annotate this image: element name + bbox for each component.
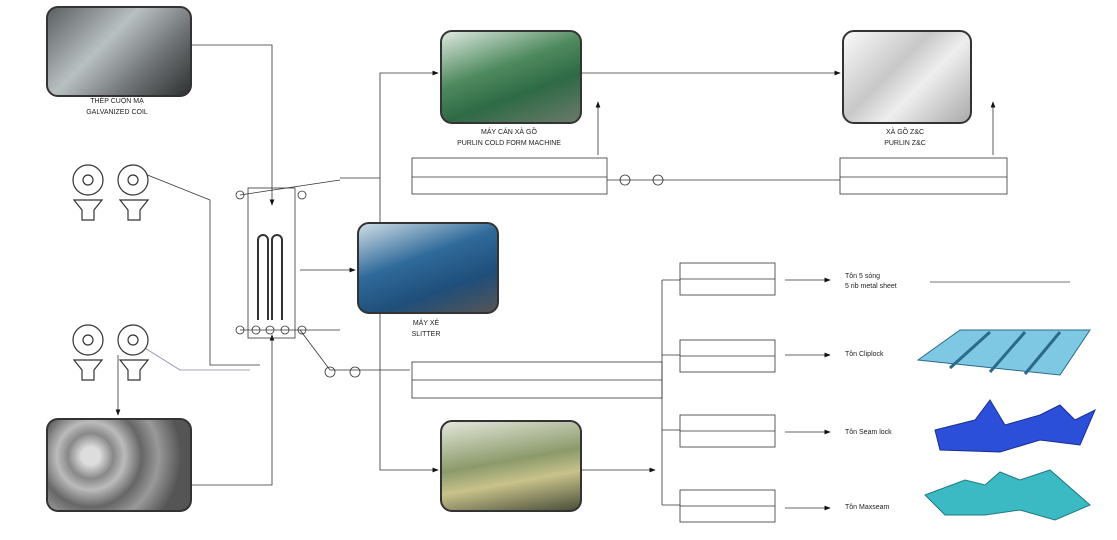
slitter-photo (357, 222, 499, 314)
purlin-machine-subtitle: PURLIN COLD FORM MACHINE (457, 140, 561, 147)
galvanized-coil-photo (46, 6, 192, 97)
product-title: Tôn 5 sóng (845, 273, 881, 280)
maxseam-sheet-icon (924, 469, 1091, 521)
purlin-zc-title: XÀ GỒ Z&C (885, 129, 925, 136)
purlin-machine-photo (440, 30, 582, 124)
cliplock-sheet-icon (916, 329, 1091, 376)
product-title: Tôn Seam lock (845, 429, 892, 436)
roll-forming-photo (440, 420, 582, 512)
decoiler-icon (72, 164, 150, 381)
purlin-machine-title: MÁY CÁN XÀ GỒ (481, 129, 537, 136)
seamlock-sheet-icon (934, 399, 1096, 453)
product-title: Tôn Maxseam (845, 504, 890, 511)
slitter-subtitle: SLITTER (411, 331, 441, 338)
purlin-zc-photo (842, 30, 972, 124)
purlin-zc-subtitle: PURLIN Z&C (884, 140, 926, 147)
product-subtitle: 5 rib metal sheet (845, 283, 897, 290)
galvanized-coil-title: THÉP CUỘN MẠ (90, 98, 144, 105)
product-title: Tôn Cliplock (845, 351, 884, 358)
coil-stock-photo (46, 418, 192, 512)
galvanized-coil-subtitle: GALVANIZED COIL (86, 109, 148, 116)
slitter-title: MÁY XẺ (412, 320, 440, 327)
